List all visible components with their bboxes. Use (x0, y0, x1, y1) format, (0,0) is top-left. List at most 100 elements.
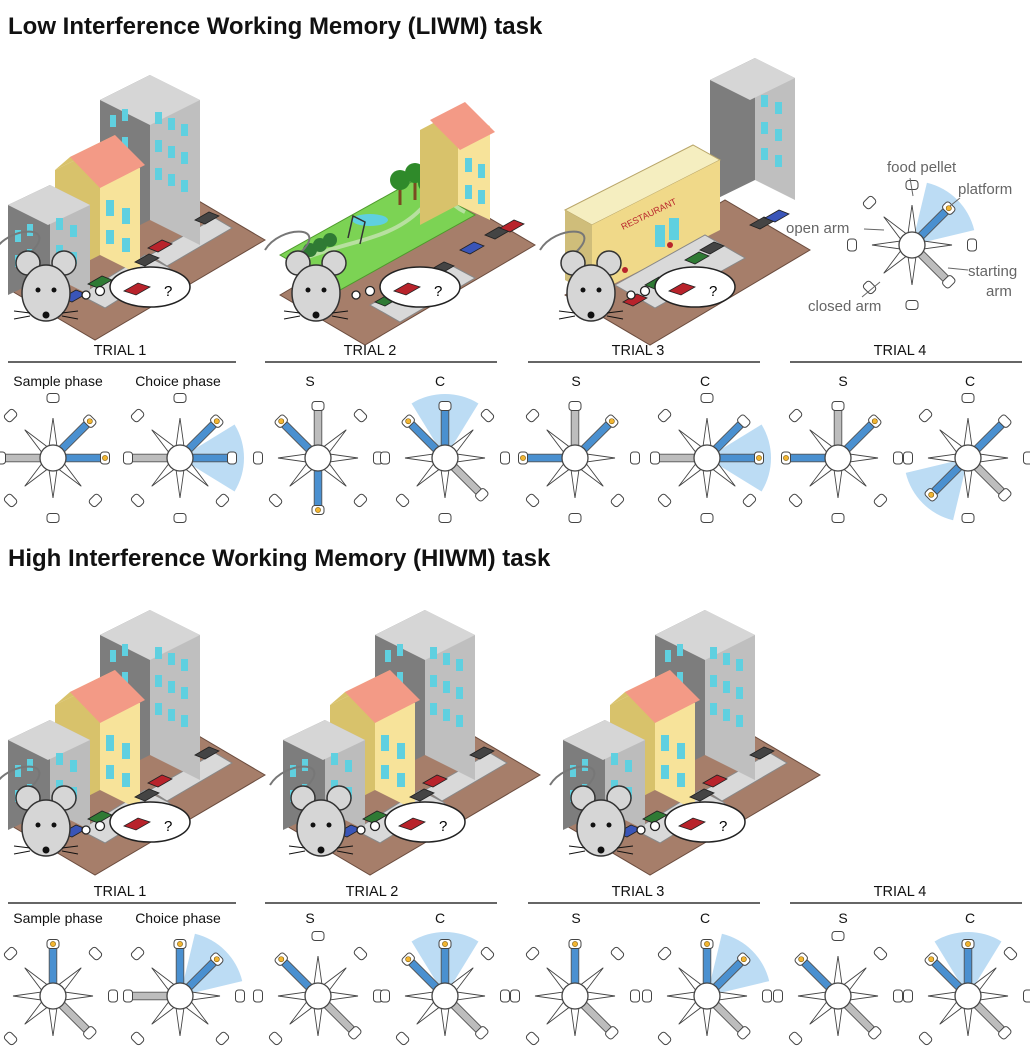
platform (253, 989, 263, 1003)
platform (998, 414, 1012, 428)
platform (46, 513, 60, 523)
platform (438, 513, 452, 523)
platform (348, 1026, 362, 1040)
closed-arm (666, 991, 698, 1001)
closed-arm (313, 1005, 323, 1037)
liwm-maze-6 (650, 393, 771, 523)
legend-open-arm: open arm (786, 220, 849, 237)
food-pellet (442, 941, 448, 947)
food-pellet (177, 941, 183, 947)
liwm-maze-8 (903, 393, 1030, 523)
hiwm-trial-headers: TRIAL 1 TRIAL 2 TRIAL 3 TRIAL 4 Sample p… (8, 884, 1022, 926)
platform (788, 493, 803, 508)
liwm-t2-choice: C (435, 373, 445, 389)
platform (831, 513, 845, 523)
platform (1023, 451, 1030, 465)
starting-arm (131, 453, 171, 463)
closed-arm (404, 991, 436, 1001)
closed-arm (48, 417, 58, 449)
platform (123, 451, 133, 465)
food-pellet (213, 418, 220, 425)
closed-arm (963, 1005, 973, 1037)
hiwm-t1-sample: Sample phase (13, 910, 103, 926)
platform (742, 493, 757, 508)
legend-closed-arm: closed arm (808, 298, 881, 315)
open-arm (313, 467, 323, 507)
closed-arm (404, 453, 436, 463)
platform (942, 275, 956, 289)
maze-hub (824, 982, 852, 1010)
liwm-trial-3-label: TRIAL 3 (612, 343, 665, 359)
platform (525, 493, 540, 508)
platform (525, 1031, 540, 1046)
liwm-trial-headers: TRIAL 1 TRIAL 2 TRIAL 3 TRIAL 4 Sample p… (8, 343, 1022, 389)
closed-arm (175, 467, 185, 499)
hiwm-t2-sample: S (305, 910, 314, 926)
platform (868, 1026, 882, 1040)
hiwm-maze-7 (773, 931, 903, 1046)
maze-hub (431, 444, 459, 472)
platform (762, 989, 772, 1003)
platform (862, 195, 877, 210)
platform (438, 401, 452, 411)
closed-arm (570, 467, 580, 499)
platform (227, 451, 237, 465)
closed-arm (833, 955, 843, 987)
platform (353, 493, 368, 508)
closed-arm (833, 1005, 843, 1037)
platform (1003, 946, 1018, 961)
closed-arm (907, 254, 917, 286)
platform (525, 946, 540, 961)
hiwm-maze-8 (903, 931, 1030, 1046)
platform (253, 451, 263, 465)
liwm-maze-4 (380, 393, 510, 523)
closed-arm (963, 467, 973, 499)
closed-arm (48, 467, 58, 499)
thought-question: ? (434, 283, 442, 300)
closed-arm (977, 453, 1009, 463)
food-pellet (520, 455, 526, 461)
platform (1023, 989, 1030, 1003)
liwm-t2-sample: S (305, 373, 314, 389)
liwm-t1-choice: Choice phase (135, 373, 221, 389)
closed-arm (584, 453, 616, 463)
closed-arm (454, 453, 486, 463)
closed-arm (327, 991, 359, 1001)
maze-hub (693, 982, 721, 1010)
platform (3, 408, 18, 423)
platform (395, 493, 410, 508)
platform (903, 989, 913, 1003)
platform (3, 1031, 18, 1046)
closed-arm (716, 991, 748, 1001)
closed-arm (702, 467, 712, 499)
liwm-t4-sample: S (838, 373, 847, 389)
platform (610, 493, 625, 508)
platform (173, 513, 187, 523)
platform (268, 1031, 283, 1046)
platform (650, 451, 660, 465)
food-pellet (86, 418, 93, 425)
food-pellet (50, 941, 56, 947)
closed-arm (62, 991, 94, 1001)
platform (961, 393, 975, 403)
platform (700, 393, 714, 403)
platform (235, 989, 245, 1003)
open-arm (48, 947, 58, 987)
liwm-title: Low Interference Working Memory (LIWM) t… (8, 13, 543, 40)
legend-maze (847, 180, 977, 310)
food-pellet (608, 418, 615, 425)
closed-arm (847, 991, 879, 1001)
legend-food-pellet: food pellet (887, 159, 957, 176)
hiwm-scene-3: ? (549, 609, 821, 876)
platform (998, 488, 1012, 502)
closed-arm (702, 1005, 712, 1037)
hiwm-maze-4 (380, 932, 510, 1046)
closed-arm (702, 417, 712, 449)
platform (525, 408, 540, 423)
food-pellet (928, 956, 935, 963)
closed-arm (189, 991, 221, 1001)
platform (475, 488, 489, 502)
thought-question: ? (164, 818, 172, 835)
liwm-trial-1-label: TRIAL 1 (94, 343, 147, 359)
